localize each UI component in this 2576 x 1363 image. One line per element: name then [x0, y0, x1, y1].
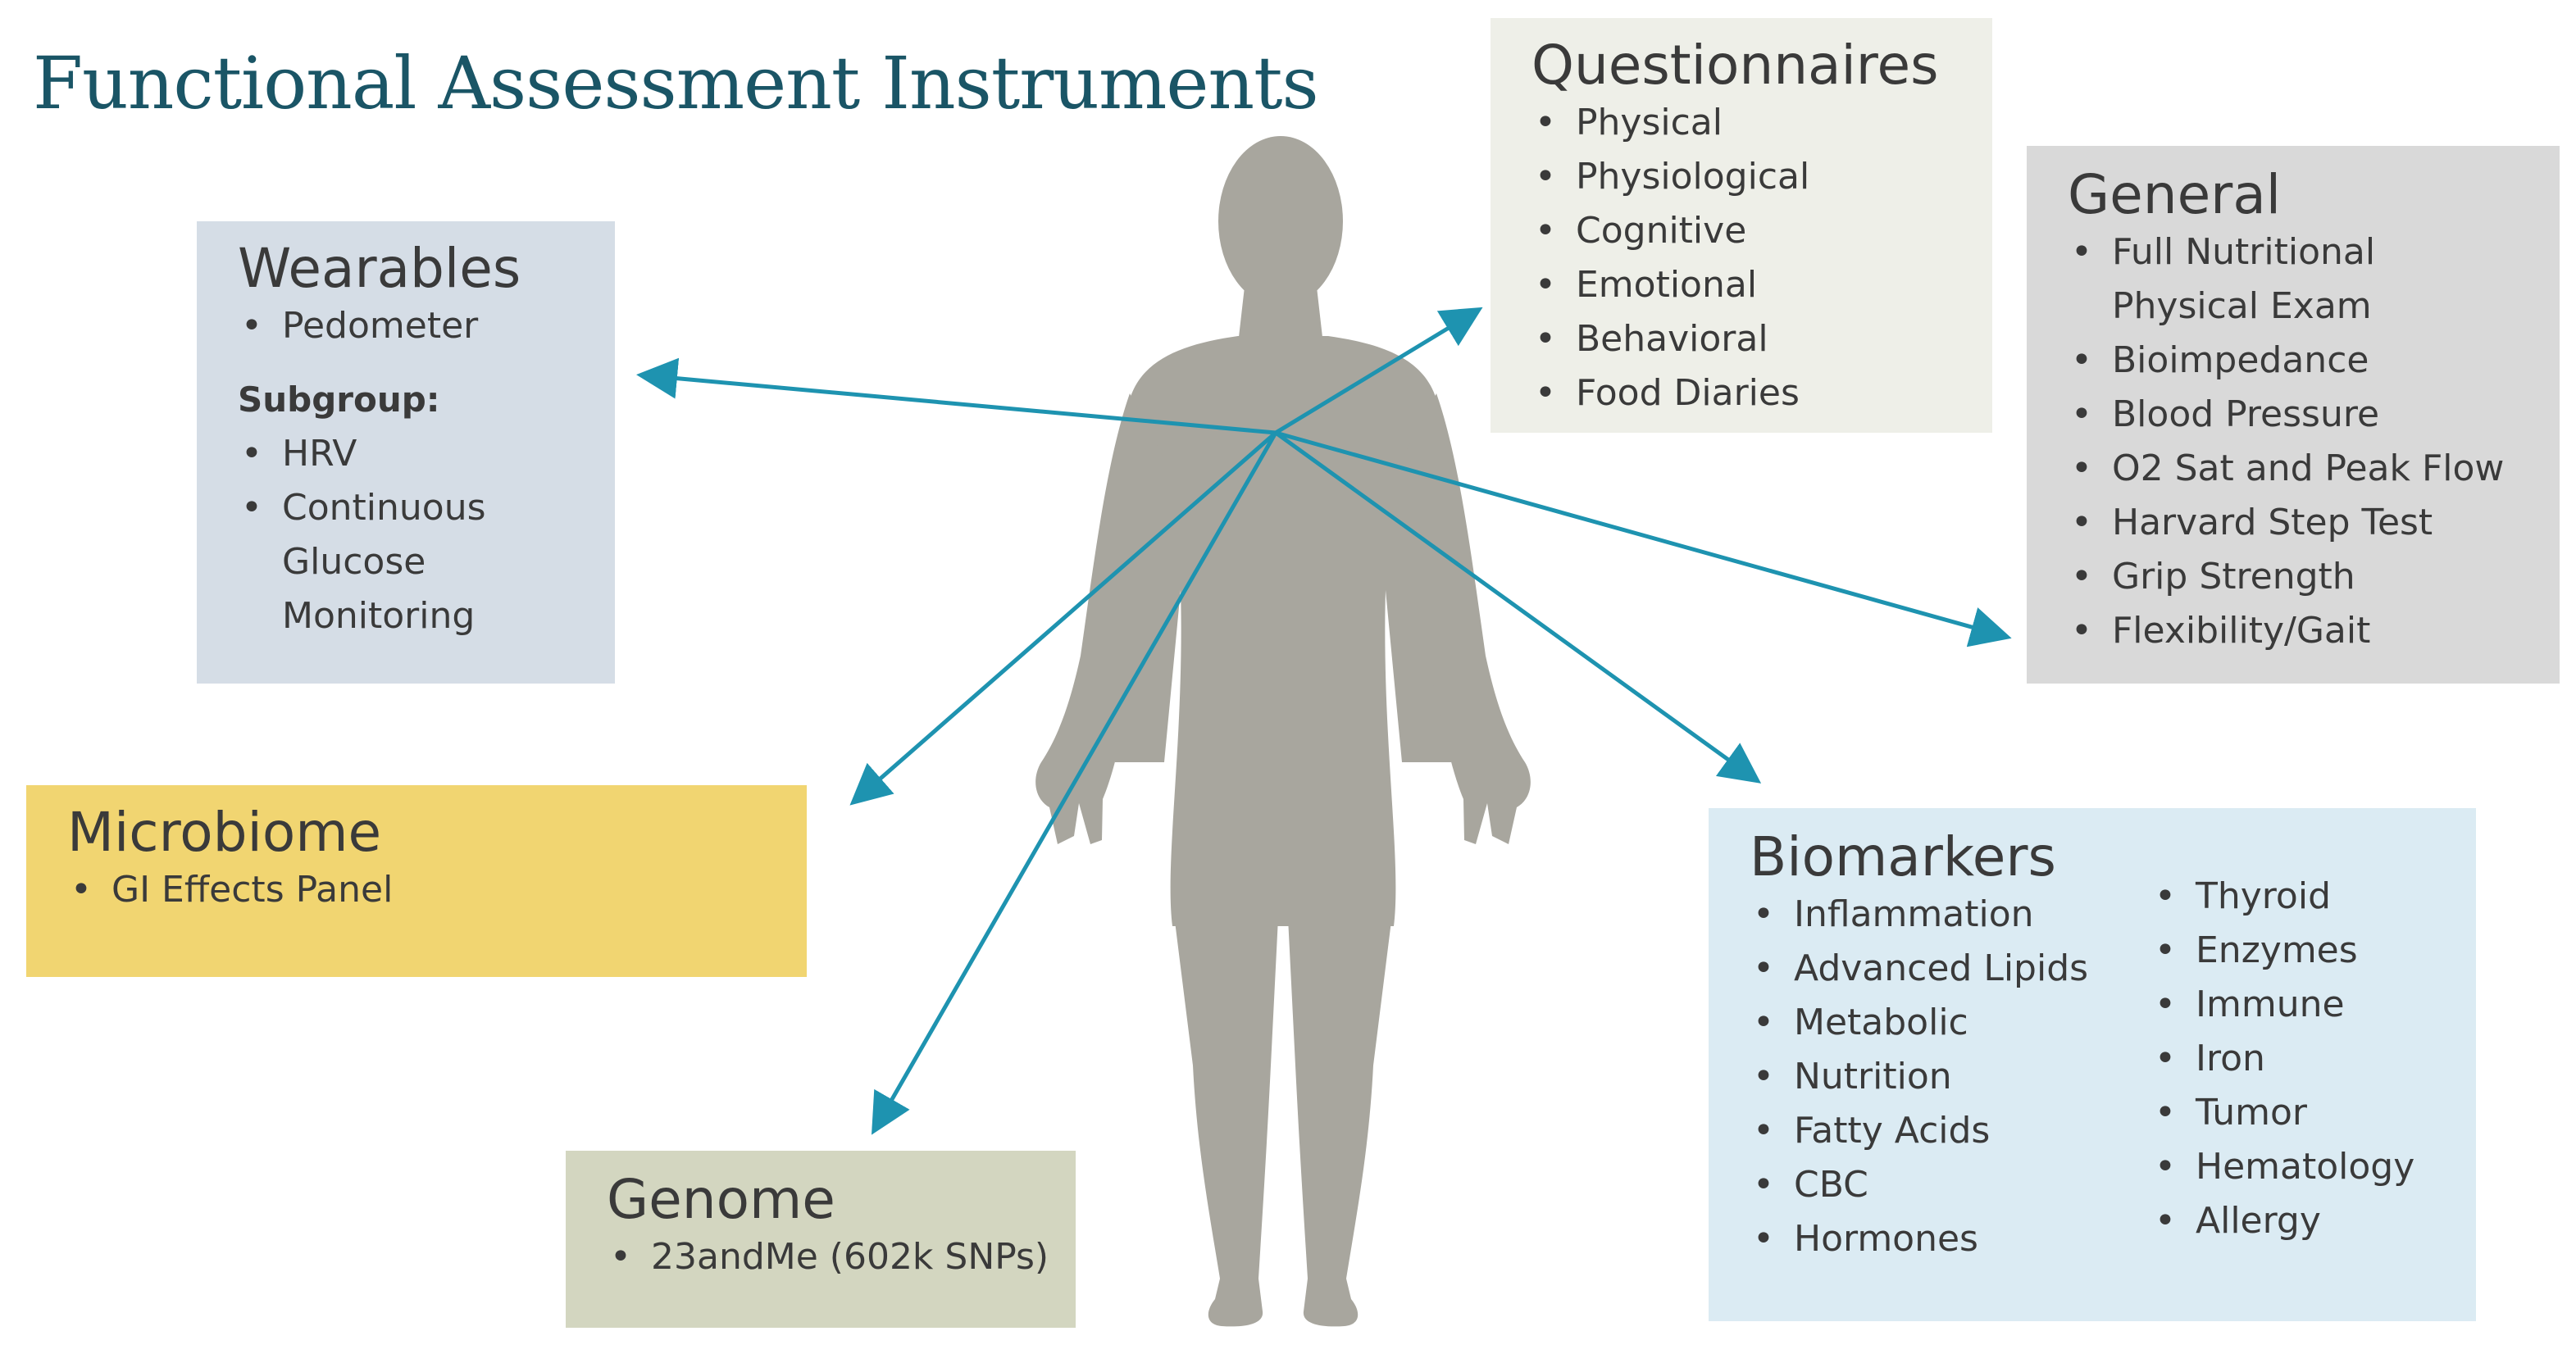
- arrow-to-wearables: [636, 357, 1277, 435]
- list-item: HRV: [238, 427, 615, 481]
- list-item: 23andMe (602k SNPs): [607, 1230, 1076, 1284]
- list-item: Full Nutritional Physical Exam: [2068, 225, 2424, 334]
- arrow-to-general: [1275, 430, 2012, 647]
- biomarkers-right-list: Thyroid Enzymes Immune Iron Tumor Hemato…: [2151, 870, 2414, 1266]
- list-item: GI Effects Panel: [67, 863, 807, 917]
- wearables-box: Wearables Pedometer Subgroup: HRV Contin…: [197, 221, 615, 684]
- microbiome-box: Microbiome GI Effects Panel: [26, 785, 807, 977]
- list-item: Blood Pressure: [2068, 388, 2560, 442]
- list-item: Pedometer: [238, 299, 615, 353]
- general-heading: General: [2068, 163, 2282, 226]
- questionnaires-box: Questionnaires Physical Physiological Co…: [1491, 18, 1992, 433]
- list-item: Continuous Glucose Monitoring: [238, 481, 528, 643]
- subgroup-label: Subgroup:: [238, 379, 440, 420]
- human-body-silhouette-icon: [1035, 136, 1531, 1327]
- questionnaires-list: Physical Physiological Cognitive Emotion…: [1531, 96, 1992, 420]
- biomarkers-heading: Biomarkers: [1750, 825, 2056, 888]
- general-list: Full Nutritional Physical Exam Bioimpeda…: [2068, 225, 2560, 658]
- list-item: Physical: [1531, 96, 1992, 150]
- list-item: Hematology: [2151, 1140, 2414, 1194]
- arrow-to-questionnaires: [1274, 307, 1483, 435]
- page-title: Functional Assessment Instruments: [33, 41, 1319, 125]
- list-item: Cognitive: [1531, 204, 1992, 258]
- list-item: Allergy: [2151, 1194, 2414, 1248]
- list-item: Bioimpedance: [2068, 334, 2560, 388]
- list-item: Immune: [2151, 978, 2414, 1032]
- genome-list: 23andMe (602k SNPs): [607, 1230, 1076, 1284]
- genome-box: Genome 23andMe (602k SNPs): [566, 1151, 1076, 1328]
- wearables-list: Pedometer: [238, 299, 615, 353]
- questionnaires-heading: Questionnaires: [1531, 34, 1939, 97]
- list-item: CBC: [1750, 1158, 2151, 1212]
- list-item: Advanced Lipids: [1750, 942, 2151, 996]
- list-item: Fatty Acids: [1750, 1104, 2151, 1158]
- list-item: Behavioral: [1531, 312, 1992, 366]
- general-box: General Full Nutritional Physical Exam B…: [2027, 146, 2560, 684]
- list-item: Metabolic: [1750, 996, 2151, 1050]
- list-item: Iron: [2151, 1032, 2414, 1086]
- arrow-to-microbiome: [849, 431, 1277, 806]
- genome-heading: Genome: [607, 1168, 835, 1231]
- list-item: Tumor: [2151, 1086, 2414, 1140]
- microbiome-heading: Microbiome: [67, 801, 382, 864]
- list-item: O2 Sat and Peak Flow: [2068, 442, 2560, 496]
- list-item: Hormones: [1750, 1212, 2151, 1266]
- list-item: Enzymes: [2151, 924, 2414, 978]
- list-item: Inflammation: [1750, 888, 2151, 942]
- list-item: Thyroid: [2151, 870, 2414, 924]
- wearables-heading: Wearables: [238, 237, 521, 300]
- wearables-subgroup-list: HRV Continuous Glucose Monitoring: [238, 427, 615, 643]
- list-item: Flexibility/Gait: [2068, 604, 2560, 658]
- list-item: Grip Strength: [2068, 550, 2560, 604]
- list-item: Emotional: [1531, 258, 1992, 312]
- biomarkers-box: Biomarkers Inflammation Advanced Lipids …: [1709, 808, 2476, 1321]
- arrow-to-biomarkers: [1274, 430, 1762, 784]
- list-item: Nutrition: [1750, 1050, 2151, 1104]
- list-item: Food Diaries: [1531, 366, 1992, 420]
- microbiome-list: GI Effects Panel: [67, 863, 807, 917]
- list-item: Harvard Step Test: [2068, 496, 2560, 550]
- list-item: Physiological: [1531, 150, 1992, 204]
- biomarkers-left-list: Inflammation Advanced Lipids Metabolic N…: [1750, 888, 2151, 1266]
- arrow-to-genome: [872, 431, 1278, 1135]
